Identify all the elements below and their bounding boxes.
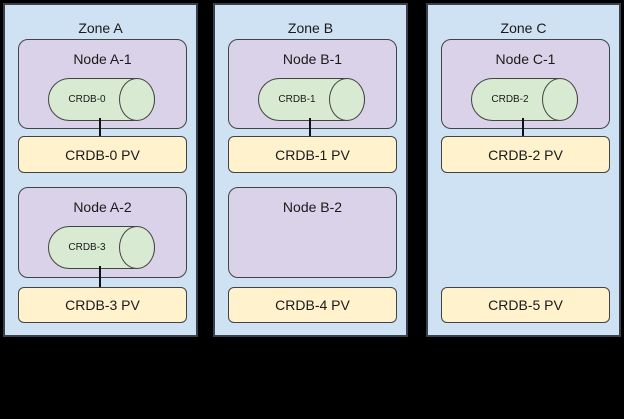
zone-c: Zone C Node C-1 CRDB-2 CRDB-2 PV CRDB-5 … bbox=[426, 3, 621, 337]
pv-crdb-2: CRDB-2 PV bbox=[441, 136, 610, 173]
pv-crdb-3: CRDB-3 PV bbox=[18, 287, 187, 323]
connector-crdb-2-to-pv bbox=[522, 118, 524, 137]
pv-crdb-1: CRDB-1 PV bbox=[228, 136, 397, 173]
pod-crdb-1-label: CRDB-1 bbox=[278, 94, 316, 105]
pod-cylinder-crdb-1: CRDB-1 bbox=[258, 78, 365, 121]
pv-crdb-3-label: CRDB-3 PV bbox=[65, 297, 140, 313]
node-a-1: Node A-1 CRDB-0 bbox=[18, 39, 187, 129]
pod-crdb-2-label: CRDB-2 bbox=[491, 94, 529, 105]
connector-crdb-0-to-pv bbox=[99, 118, 101, 137]
pod-cylinder-crdb-2: CRDB-2 bbox=[471, 78, 578, 121]
pod-crdb-0-label: CRDB-0 bbox=[68, 94, 106, 105]
pv-crdb-1-label: CRDB-1 PV bbox=[275, 146, 350, 163]
node-a-1-label: Node A-1 bbox=[73, 51, 132, 67]
pv-crdb-4: CRDB-4 PV bbox=[228, 287, 397, 323]
pod-cylinder-crdb-0: CRDB-0 bbox=[48, 78, 155, 121]
cylinder-end-cap bbox=[542, 78, 578, 121]
pod-crdb-3-label: CRDB-3 bbox=[68, 242, 106, 253]
pv-crdb-0-label: CRDB-0 PV bbox=[65, 146, 140, 163]
cylinder-end-cap bbox=[119, 226, 155, 269]
connector-crdb-3-to-pv bbox=[99, 266, 101, 288]
pv-crdb-4-label: CRDB-4 PV bbox=[275, 297, 350, 313]
node-b-2-label: Node B-2 bbox=[282, 199, 343, 215]
pod-cylinder-crdb-3: CRDB-3 bbox=[48, 226, 155, 269]
pv-crdb-0: CRDB-0 PV bbox=[18, 136, 187, 173]
node-a-2-label: Node A-2 bbox=[73, 199, 132, 215]
node-c-1-label: Node C-1 bbox=[495, 51, 556, 67]
zone-b: Zone B Node B-1 CRDB-1 CRDB-1 PV Node B-… bbox=[213, 3, 408, 337]
connector-crdb-1-to-pv bbox=[309, 118, 311, 137]
node-a-2: Node A-2 CRDB-3 bbox=[18, 187, 187, 278]
zone-c-title: Zone C bbox=[500, 20, 547, 36]
pv-crdb-5: CRDB-5 PV bbox=[441, 287, 610, 323]
pv-crdb-5-label: CRDB-5 PV bbox=[488, 297, 563, 313]
node-b-1: Node B-1 CRDB-1 bbox=[228, 39, 397, 129]
zone-b-title: Zone B bbox=[287, 20, 334, 36]
pv-crdb-2-label: CRDB-2 PV bbox=[488, 146, 563, 163]
zone-a-title: Zone A bbox=[78, 20, 123, 36]
cylinder-end-cap bbox=[329, 78, 365, 121]
node-c-1: Node C-1 CRDB-2 bbox=[441, 39, 610, 129]
node-b-2: Node B-2 bbox=[228, 187, 397, 278]
node-b-1-label: Node B-1 bbox=[282, 51, 343, 67]
cylinder-end-cap bbox=[119, 78, 155, 121]
zone-a: Zone A Node A-1 CRDB-0 CRDB-0 PV Node A-… bbox=[3, 3, 198, 337]
